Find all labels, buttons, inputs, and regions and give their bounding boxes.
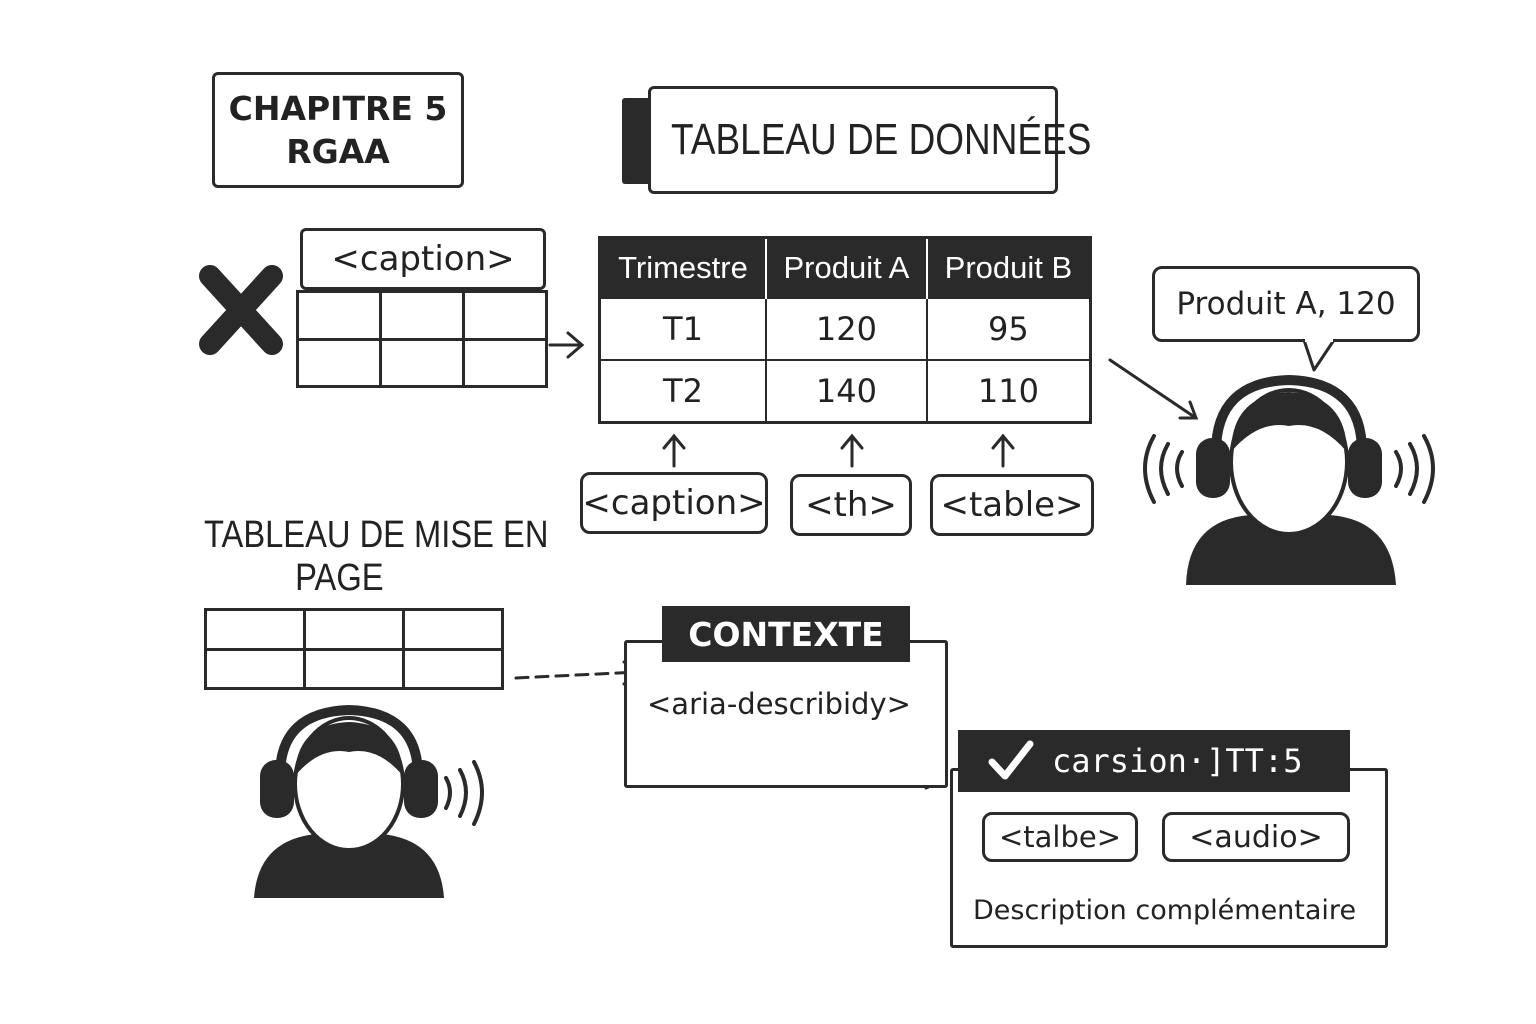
table-header-cell: Produit A [765, 237, 928, 298]
table-cell: 120 [764, 297, 928, 361]
arrow-to-data-table [548, 331, 585, 359]
user-headphones-icon [254, 704, 484, 898]
cross-icon [199, 265, 283, 355]
table-tag: <table> [930, 474, 1094, 536]
wrong-table-grid [296, 290, 548, 388]
table-cell: 95 [925, 297, 1092, 361]
description-text: Description complémentaire [973, 895, 1357, 926]
caption-tag: <caption> [580, 472, 768, 534]
speech-text: Produit A, 120 [1176, 286, 1396, 322]
talbe-tag: <talbe> [982, 812, 1138, 862]
table-cell: T2 [598, 359, 767, 424]
audio-tag: <audio> [1162, 812, 1350, 862]
arrow-up-th [840, 433, 864, 468]
arrow-up-table [991, 433, 1015, 468]
layout-table-grid [204, 608, 504, 690]
arrow-to-listener [1108, 358, 1199, 420]
layout-table-title: TABLEAU DE MISE EN PAGE [204, 514, 549, 600]
th-tag: <th> [790, 474, 912, 536]
version-title: carsion·]TT:5 [1052, 742, 1303, 780]
layout-table-title-line1: TABLEAU DE MISE EN [204, 514, 549, 556]
table-header-cell: Produit B [926, 237, 1091, 298]
data-table-title: TABLEAU DE DONNÉES [671, 115, 1092, 164]
table-cell: 110 [925, 359, 1092, 424]
context-title: CONTEXTE [688, 614, 884, 654]
table-header-row: Trimestre Produit A Produit B [599, 237, 1091, 298]
context-attribute: <aria-describidy> [647, 687, 911, 721]
speech-bubble: Produit A, 120 [1152, 266, 1420, 342]
version-header: carsion·]TT:5 [958, 730, 1350, 792]
data-table-title-box: TABLEAU DE DONNÉES [648, 86, 1091, 194]
table-cell: T1 [598, 297, 767, 361]
caption-tag-top: <caption> [300, 228, 546, 290]
speech-bubble-tail [1302, 338, 1336, 372]
chapter-box: CHAPITRE 5 RGAA [212, 72, 464, 188]
arrow-up-caption [662, 433, 686, 468]
context-box: <aria-describidy> [624, 640, 948, 788]
listener-headphones-icon [1143, 374, 1435, 585]
table-row: T1 120 95 [598, 297, 1092, 361]
layout-table-title-line2: PAGE [295, 557, 384, 599]
table-header-cell: Trimestre [599, 237, 767, 298]
context-header: CONTEXTE [662, 606, 910, 662]
table-row: T2 140 110 [598, 359, 1092, 424]
table-cell: 140 [764, 359, 928, 424]
dashed-arrow-to-context [514, 660, 643, 686]
checkmark-icon [988, 740, 1034, 780]
chapter-subtitle: RGAA [286, 132, 390, 171]
data-table: Trimestre Produit A Produit B T1 120 95 … [598, 236, 1092, 424]
chapter-label: CHAPITRE 5 [228, 89, 448, 128]
